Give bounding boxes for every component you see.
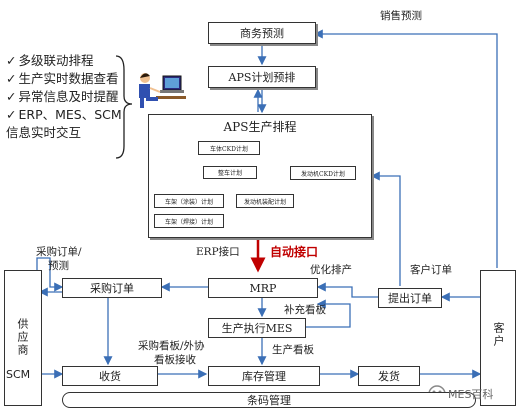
optimize-schedule-label: 优化排产 — [310, 264, 352, 276]
aps-plan-box: APS计划预排 — [208, 66, 316, 88]
bullet-item: ✓多级联动排程 — [6, 53, 94, 68]
arrow-supplier-to-purchase — [36, 257, 64, 292]
kanban-receive-label: 看板接收 — [154, 354, 196, 366]
customer-order-label: 客户订单 — [410, 264, 452, 276]
bullet-brace — [115, 55, 133, 159]
arrow-order-to-mrp — [316, 282, 378, 298]
plan-body-paint: 车架（焊接）计划 — [154, 214, 224, 228]
plan-ckd-vehicle: 车体CKD计划 — [198, 141, 260, 155]
purchase-forecast-label-2: 预测 — [48, 260, 69, 272]
bullet-item: ✓生产实时数据查看 — [6, 71, 119, 86]
scm-label: SCM — [6, 368, 31, 381]
bullet-item: ✓异常信息及时提醒 — [6, 89, 119, 104]
feature-list: ✓多级联动排程 ✓生产实时数据查看 ✓异常信息及时提醒 ✓ERP、MES、SCM… — [6, 52, 122, 142]
shipping-box: 发货 — [358, 366, 420, 386]
arrow-sales-forecast — [313, 29, 498, 268]
customer-label: 客户 — [492, 322, 505, 348]
inventory-box: 库存管理 — [208, 366, 320, 386]
barcode-bar: 条码管理 — [62, 392, 476, 408]
business-forecast-box: 商务预测 — [208, 22, 316, 44]
watermark-text: MES百科 — [448, 388, 494, 401]
customer-box — [480, 270, 516, 406]
purchase-order-box: 采购订单 — [62, 278, 162, 298]
plan-engine-ckd: 发动机CKD计划 — [290, 166, 356, 180]
receiving-box: 收货 — [62, 366, 158, 386]
supplier-box — [4, 270, 42, 406]
purchase-forecast-label: 采购订单/ — [36, 246, 82, 258]
erp-interface-label: ERP接口 — [196, 246, 240, 258]
plan-body-weld: 车架（涂装）计划 — [154, 194, 224, 208]
submit-order-box: 提出订单 — [378, 288, 442, 308]
bullet-item: ✓ERP、MES、SCM — [6, 107, 122, 122]
plan-vehicle: 整车计划 — [203, 166, 257, 179]
purchase-kanban-label: 采购看板/外协 — [138, 340, 205, 352]
flow-arrows — [36, 29, 498, 379]
replenish-kanban-label: 补充看板 — [284, 304, 326, 316]
operator-icon — [139, 73, 186, 108]
production-kanban-label: 生产看板 — [272, 344, 314, 356]
plan-engine-assembly: 发动机装配计划 — [236, 194, 294, 208]
auto-interface-label: 自动接口 — [270, 245, 319, 259]
mrp-box: MRP — [208, 278, 318, 298]
arrow-mes-to-mrp — [304, 299, 351, 328]
bullet-item: 信息实时交互 — [6, 125, 82, 140]
sales-forecast-label: 销售预测 — [380, 10, 422, 22]
supplier-label: 供应商 — [16, 318, 29, 357]
mes-box: 生产执行MES — [208, 318, 306, 338]
arrow-order-to-scheduling — [370, 171, 401, 286]
